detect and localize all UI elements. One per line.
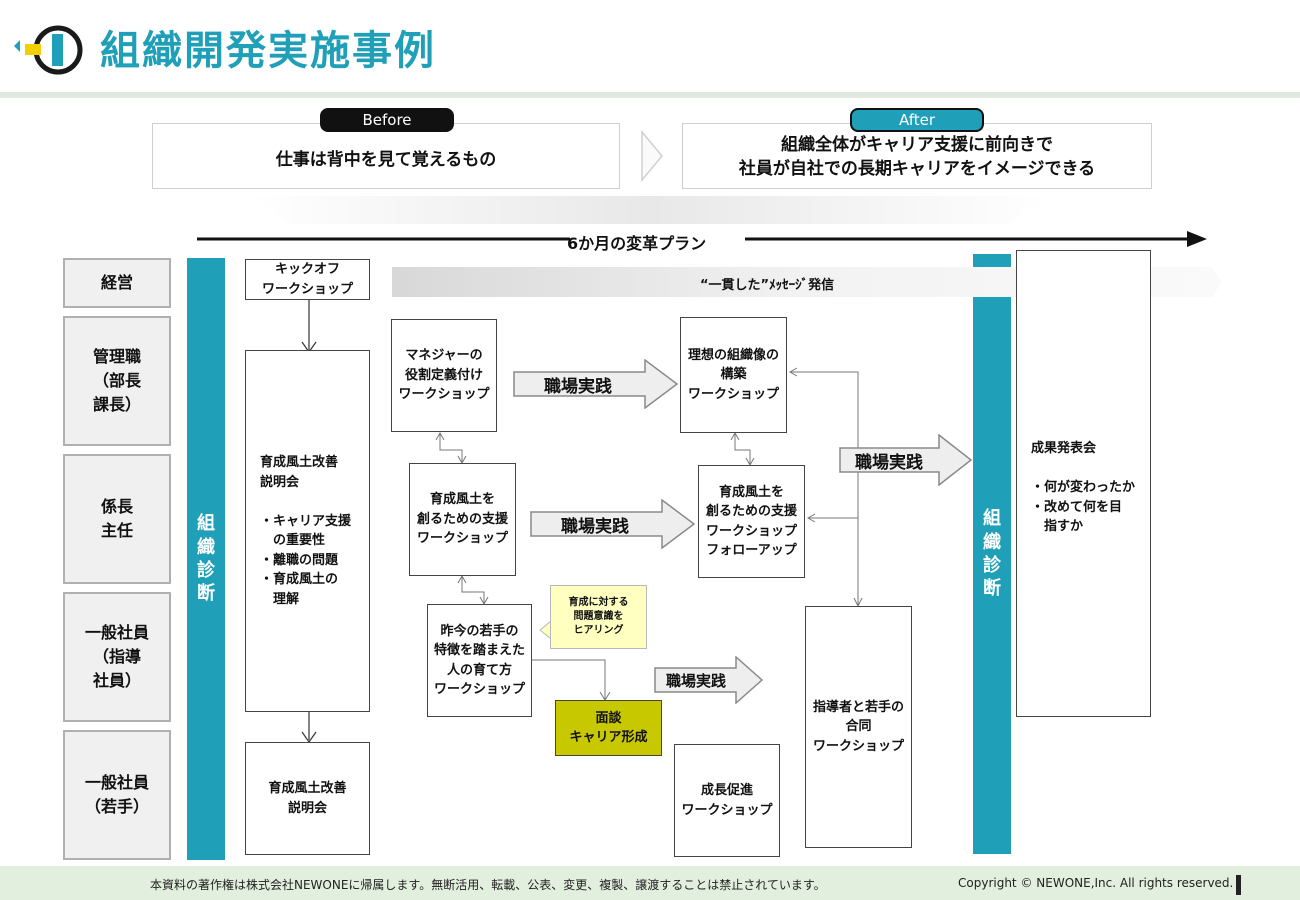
practice-label-3: 職場実践 [855,452,923,473]
practice-arrow-2 [530,499,696,549]
culture-briefing-1: 育成風土改善 説明会 ・キャリア支援 の重要性 ・離職の問題 ・育成風土の 理解 [245,350,370,712]
manager-role-workshop: マネジャーの 役割定義付け ワークショップ [391,319,497,432]
role-mentor: 一般社員 （指導 社員） [63,592,171,722]
diagnosis-right: 組 織 診 断 [973,254,1011,854]
culture-briefing-2: 育成風土改善 説明会 [245,742,370,855]
young-generation-workshop: 昨今の若手の 特徴を踏まえた 人の育て方 ワークショップ [427,604,532,717]
after-shadow [250,196,1050,224]
role-supervisor: 係長 主任 [63,454,171,584]
message-band [392,267,1222,297]
role-executive: 経営 [63,258,171,308]
after-line1: 組織全体がキャリア支援に前向きで [781,135,1053,156]
logo-icon [14,25,83,75]
chevron-right-icon [641,130,663,182]
hearing-callout: 育成に対する 問題意識を ヒアリング [550,585,647,649]
kickoff-workshop: キックオフ ワークショップ [245,259,370,300]
role-junior: 一般社員 （若手） [63,730,171,860]
timeline-arrow [197,231,1207,247]
diagnosis-left: 組 織 診 断 [187,258,225,860]
footer-copyright: Copyright © NEWONE,Inc. All rights reser… [958,876,1234,890]
practice-label-1: 職場実践 [544,376,612,397]
footer-notice: 本資料の著作権は株式会社NEWONEに帰属します。無断活用、転載、公表、変更、複… [150,878,826,892]
header-divider [0,92,1300,98]
after-panel: 組織全体がキャリア支援に前向きで 社員が自社での長期キャリアをイメージできる [682,123,1152,189]
culture-followup-workshop: 育成風土を 創るための支援 ワークショップ フォローアップ [698,465,805,578]
practice-label-4: 職場実践 [665,671,726,690]
practice-label-2: 職場実践 [561,516,629,537]
practice-arrow-1 [513,359,679,409]
message-band-label: “一貫した”ﾒｯｾｰｼﾞ発信 [700,278,835,293]
ideal-organization-workshop: 理想の組織像の 構築 ワークショップ [680,317,787,433]
practice-arrow-3 [839,434,973,486]
role-manager: 管理職 （部長 課長） [63,316,171,446]
after-tag: After [850,108,984,132]
practice-arrow-4 [654,656,764,704]
after-line2: 社員が自社での長期キャリアをイメージできる [738,159,1096,179]
footer-bar [0,866,1300,900]
footer-marker [1236,875,1241,895]
before-panel: 仕事は背中を見て覚えるもの [152,123,620,189]
career-interview: 面談 キャリア形成 [555,700,662,756]
before-tag: Before [320,108,454,132]
timeline-label: 6か月の変革プラン [567,234,707,253]
page-title: 組織開発実施事例 [100,28,436,74]
results-presentation: 成果発表会 ・何が変わったか ・改めて何を目 指すか [1016,250,1151,717]
culture-support-workshop: 育成風土を 創るための支援 ワークショップ [409,463,516,576]
before-text: 仕事は背中を見て覚えるもの [275,150,497,171]
joint-workshop: 指導者と若手の 合同 ワークショップ [805,606,912,848]
growth-workshop: 成長促進 ワークショップ [674,744,780,857]
